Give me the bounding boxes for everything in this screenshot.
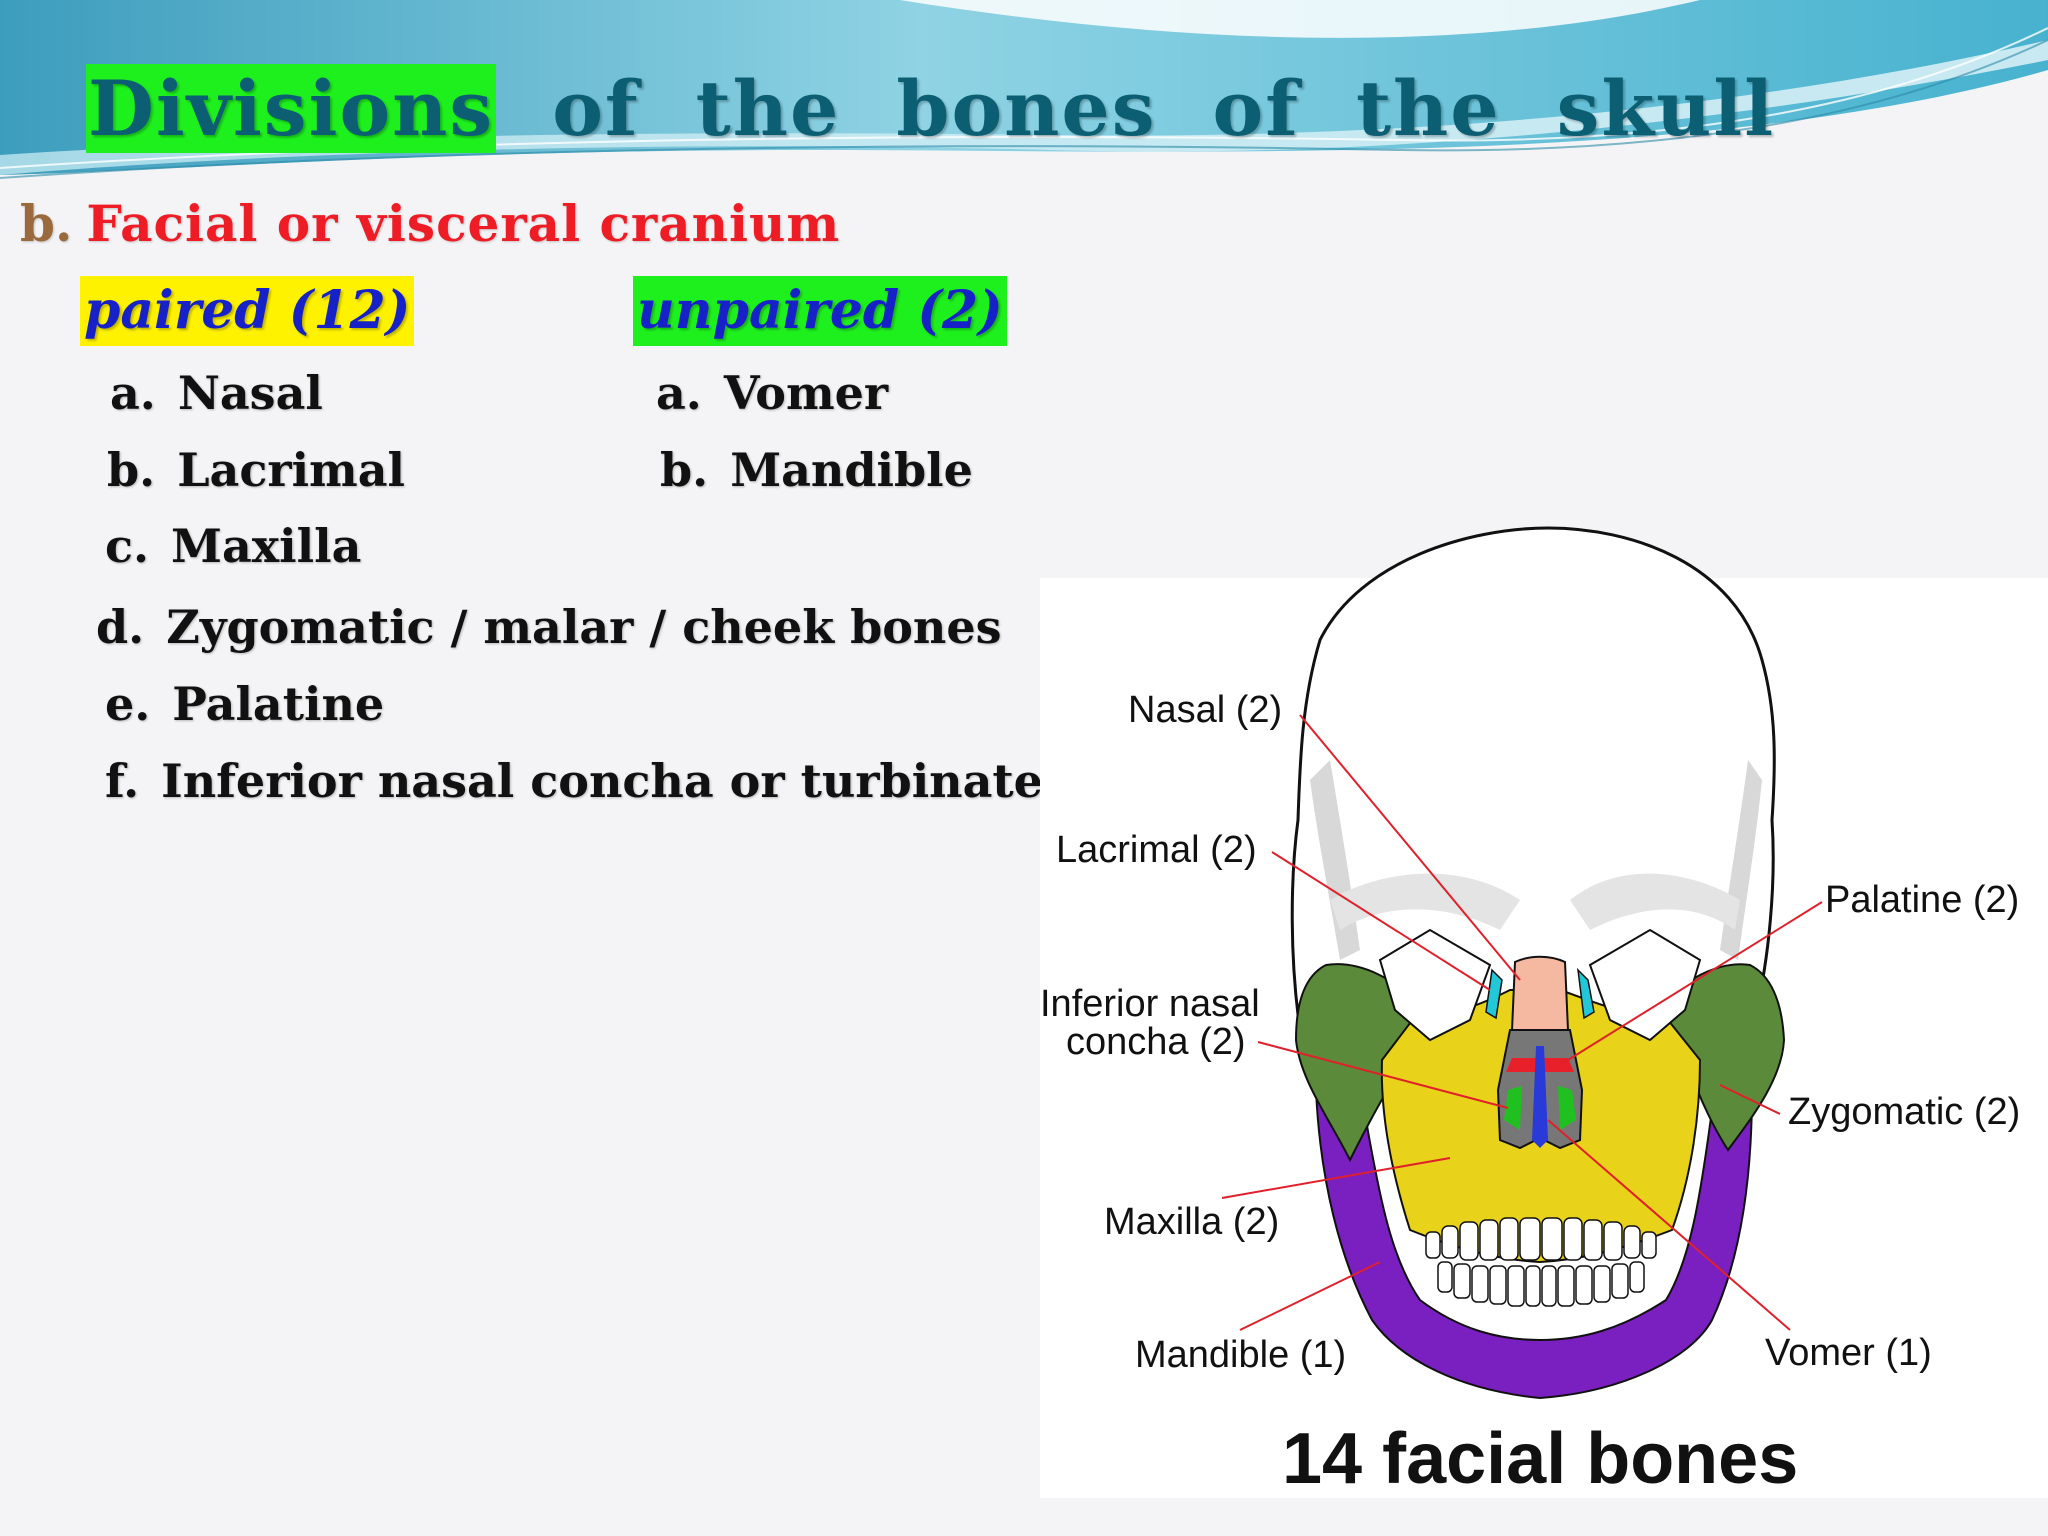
label-vomer: Vomer (1): [1765, 1332, 1932, 1374]
list-marker: a.: [110, 366, 156, 420]
list-marker: e.: [105, 677, 151, 731]
inferior-concha-left-shape: [1504, 1086, 1522, 1130]
list-label: Palatine: [172, 677, 385, 731]
label-lacrimal: Lacrimal (2): [1056, 829, 1257, 871]
teeth-row: [1425, 1217, 1657, 1307]
list-marker: c.: [105, 519, 150, 573]
nasal-bones-shape: [1510, 955, 1570, 1031]
header-wave-decoration: [0, 0, 2048, 179]
list-item: a. Vomer: [656, 366, 888, 420]
unpaired-header: unpaired (2): [633, 276, 1007, 346]
inferior-concha-right-shape: [1558, 1086, 1576, 1130]
list-marker: b.: [660, 443, 709, 497]
list-marker: a.: [656, 366, 702, 420]
title-word: the: [1355, 63, 1501, 153]
cranium-shape: [1290, 526, 1776, 1032]
label-nasal: Nasal (2): [1128, 689, 1283, 731]
title-word: the: [695, 63, 841, 153]
label-inferior-concha-1: Inferior nasal: [1040, 983, 1260, 1025]
list-item: a. Nasal: [110, 366, 323, 420]
orbit-left-shape: [1378, 928, 1492, 1042]
list-label: Zygomatic / malar / cheek bones: [166, 600, 1002, 654]
lacrimal-right-shape: [1576, 967, 1595, 1020]
list-label: Nasal: [177, 366, 323, 420]
title-highlight: Divisions: [86, 63, 497, 153]
list-label: Mandible: [730, 443, 973, 497]
vomer-shape: [1532, 1046, 1548, 1148]
list-item: c. Maxilla: [105, 519, 361, 573]
slide-title: Divisions of the bones of the skull: [86, 62, 1775, 154]
leader-lines: [1221, 714, 1823, 1331]
title-word: skull: [1556, 63, 1776, 153]
list-item: b. Mandible: [660, 443, 973, 497]
title-word: bones: [896, 63, 1157, 153]
title-word: of: [552, 63, 640, 153]
list-label: Lacrimal: [177, 443, 406, 497]
label-inferior-concha-2: concha (2): [1066, 1021, 1246, 1063]
list-item: e. Palatine: [105, 677, 384, 731]
list-marker: d.: [96, 600, 145, 654]
lacrimal-left-shape: [1485, 968, 1503, 1020]
label-palatine: Palatine (2): [1825, 879, 2020, 921]
figure-caption: 14 facial bones: [1282, 1419, 1799, 1499]
label-maxilla: Maxilla (2): [1104, 1201, 1280, 1243]
subtitle-text: Facial or visceral cranium: [86, 194, 841, 253]
title-word: of: [1212, 63, 1300, 153]
orbit-right-shape: [1588, 928, 1702, 1042]
subtitle-letter: b.: [20, 194, 73, 253]
section-subtitle: b.Facial or visceral cranium: [20, 194, 840, 253]
paired-header: paired (12): [80, 276, 415, 346]
list-item: d. Zygomatic / malar / cheek bones: [96, 600, 1002, 654]
list-label: Vomer: [723, 366, 889, 420]
list-marker: f.: [105, 754, 140, 808]
label-mandible: Mandible (1): [1135, 1334, 1347, 1376]
list-label: Maxilla: [171, 519, 362, 573]
list-marker: b.: [107, 443, 156, 497]
list-label: Inferior nasal concha or turbinate: [161, 754, 1043, 808]
list-item: f. Inferior nasal concha or turbinate: [105, 754, 1043, 808]
mandible-shape: [1314, 1088, 1754, 1400]
label-zygomatic: Zygomatic (2): [1788, 1091, 2021, 1133]
list-item: b. Lacrimal: [107, 443, 405, 497]
